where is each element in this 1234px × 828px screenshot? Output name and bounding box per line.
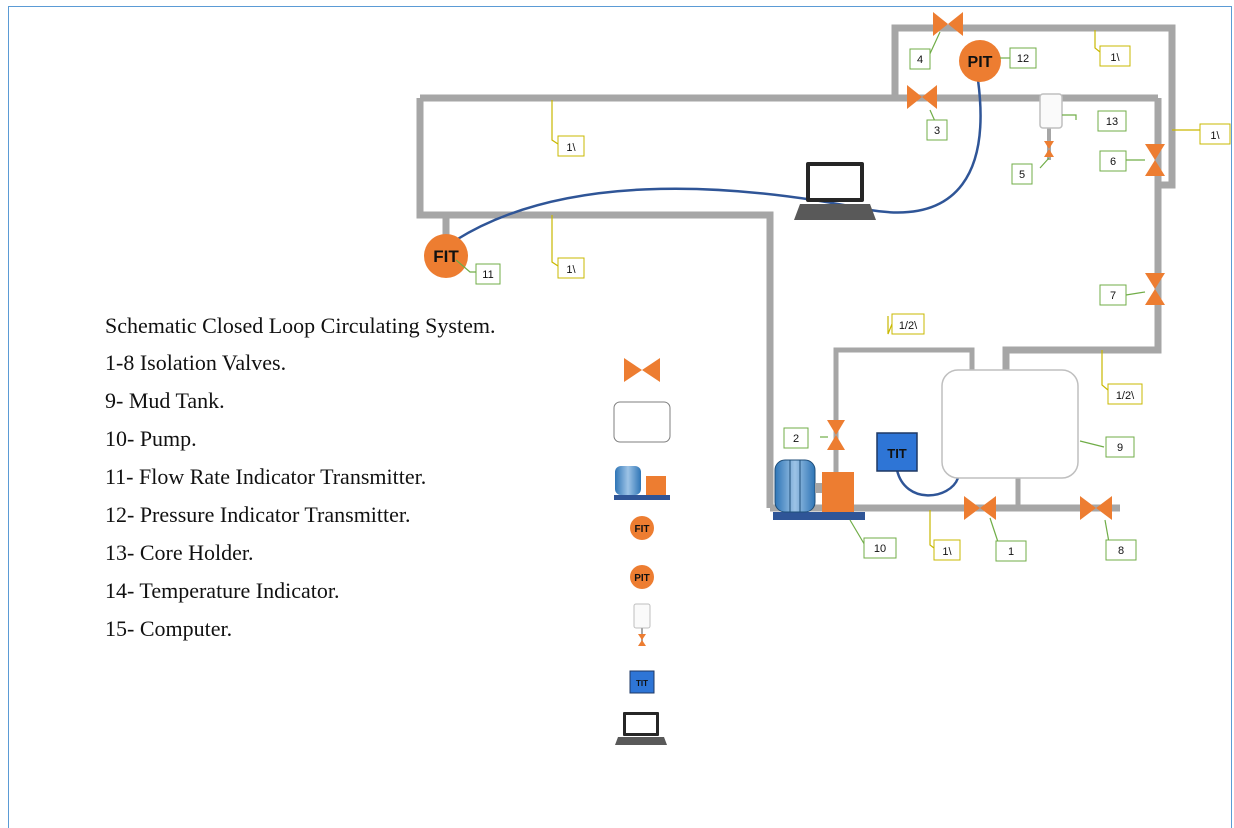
valve-7[interactable]	[1145, 273, 1165, 305]
tank-icon	[613, 401, 671, 443]
svg-text:5: 5	[1019, 169, 1025, 181]
svg-text:4: 4	[917, 54, 923, 66]
size-label-bypass: 1\	[1099, 45, 1131, 67]
size-label-mid-left: 1\	[557, 257, 585, 279]
valve-3[interactable]	[907, 85, 937, 109]
svg-text:1: 1	[1008, 546, 1014, 558]
tag-11: 11	[475, 263, 501, 285]
svg-text:9: 9	[1117, 442, 1123, 454]
legend-item-pit: 12- Pressure Indicator Transmitter.	[105, 502, 411, 527]
pit-label: PIT	[968, 54, 993, 71]
svg-text:1/2\: 1/2\	[1116, 390, 1135, 402]
size-label-top-left: 1\	[557, 135, 585, 157]
pipe-main-left	[416, 98, 774, 508]
pit-icon: PIT	[630, 565, 654, 589]
fit-label: FIT	[433, 247, 459, 266]
valve-2[interactable]	[827, 420, 845, 450]
valve-5[interactable]	[1044, 141, 1054, 157]
svg-text:11: 11	[482, 269, 493, 281]
svg-text:10: 10	[874, 543, 886, 555]
pump[interactable]	[773, 459, 865, 520]
tag-10: 10	[863, 537, 897, 559]
laptop-icon	[615, 712, 667, 745]
legend-item-fit: 11- Flow Rate Indicator Transmitter.	[105, 464, 427, 489]
core-holder-icon	[633, 603, 651, 646]
tag-3: 3	[926, 119, 948, 141]
legend: Schematic Closed Loop Circulating System…	[105, 308, 495, 648]
svg-text:1\: 1\	[1210, 130, 1220, 142]
size-label-half-right: 1/2\	[1107, 383, 1143, 405]
svg-text:1\: 1\	[942, 546, 952, 558]
svg-text:7: 7	[1110, 290, 1116, 302]
cable-tit	[895, 469, 960, 497]
valve-6[interactable]	[1145, 144, 1165, 176]
size-leaders	[551, 30, 1200, 549]
tag-6: 6	[1099, 150, 1127, 172]
tit-label: TIT	[887, 446, 907, 461]
svg-text:3: 3	[934, 125, 940, 137]
svg-text:1/2\: 1/2\	[899, 320, 918, 332]
valve-4[interactable]	[933, 12, 963, 36]
tag-12: 12	[1009, 47, 1037, 69]
valve-icon	[624, 358, 660, 382]
tit-instrument[interactable]: TIT	[876, 432, 918, 472]
legend-item-mud-tank: 9- Mud Tank.	[105, 388, 225, 413]
svg-text:8: 8	[1118, 545, 1124, 557]
legend-icons: FIT PIT TIT	[613, 358, 671, 745]
size-label-right: 1\	[1199, 123, 1231, 145]
core-holder[interactable]	[1039, 93, 1063, 129]
svg-text:1\: 1\	[1110, 52, 1120, 64]
pipe-size-labels: 1\ 1\ 1\ 1\ 1\ 1/2\ 1/2\	[557, 45, 1231, 561]
legend-item-valves: 1-8 Isolation Valves.	[105, 350, 287, 375]
page-frame	[8, 6, 1232, 828]
svg-text:6: 6	[1110, 156, 1116, 168]
tag-7: 7	[1099, 284, 1127, 306]
size-label-bottom: 1\	[933, 539, 961, 561]
tag-4: 4	[909, 48, 931, 70]
legend-item-computer: 15- Computer.	[105, 616, 233, 641]
legend-item-temperature: 14- Temperature Indicator.	[105, 578, 340, 603]
fit-instrument[interactable]: FIT	[424, 234, 468, 278]
pipe-right-vertical	[1002, 98, 1162, 372]
legend-item-pump: 10- Pump.	[105, 426, 197, 451]
tag-13: 13	[1097, 110, 1127, 132]
tag-5: 5	[1011, 163, 1033, 185]
svg-text:1\: 1\	[566, 264, 576, 276]
fit-icon: FIT	[630, 516, 654, 540]
valve-1[interactable]	[964, 496, 996, 520]
svg-text:PIT: PIT	[634, 573, 650, 584]
svg-text:12: 12	[1017, 53, 1029, 65]
mud-tank[interactable]	[941, 369, 1079, 479]
pipe-bypass	[891, 24, 1176, 189]
svg-text:13: 13	[1106, 116, 1118, 128]
tag-2: 2	[783, 427, 809, 449]
tag-9: 9	[1105, 436, 1135, 458]
pipe-network	[416, 24, 1176, 512]
laptop-computer[interactable]	[794, 162, 876, 220]
size-label-half-left: 1/2\	[891, 313, 925, 335]
tag-1: 1	[995, 540, 1027, 562]
pump-icon	[614, 466, 670, 500]
diagram-title: Schematic Closed Loop Circulating System…	[105, 313, 496, 338]
tag-8: 8	[1105, 539, 1137, 561]
svg-text:TIT: TIT	[636, 679, 648, 688]
component-tags: 4 12 3 13 5 6 7 2 9 10 1 8 11	[475, 47, 1137, 562]
tit-icon: TIT	[629, 670, 655, 694]
legend-item-core-holder: 13- Core Holder.	[105, 540, 254, 565]
pit-instrument[interactable]: PIT	[959, 40, 1001, 82]
cable-pit-laptop	[869, 79, 982, 214]
svg-text:2: 2	[793, 433, 799, 445]
valve-8[interactable]	[1080, 496, 1112, 520]
svg-text:FIT: FIT	[635, 524, 650, 535]
svg-text:1\: 1\	[566, 142, 576, 154]
